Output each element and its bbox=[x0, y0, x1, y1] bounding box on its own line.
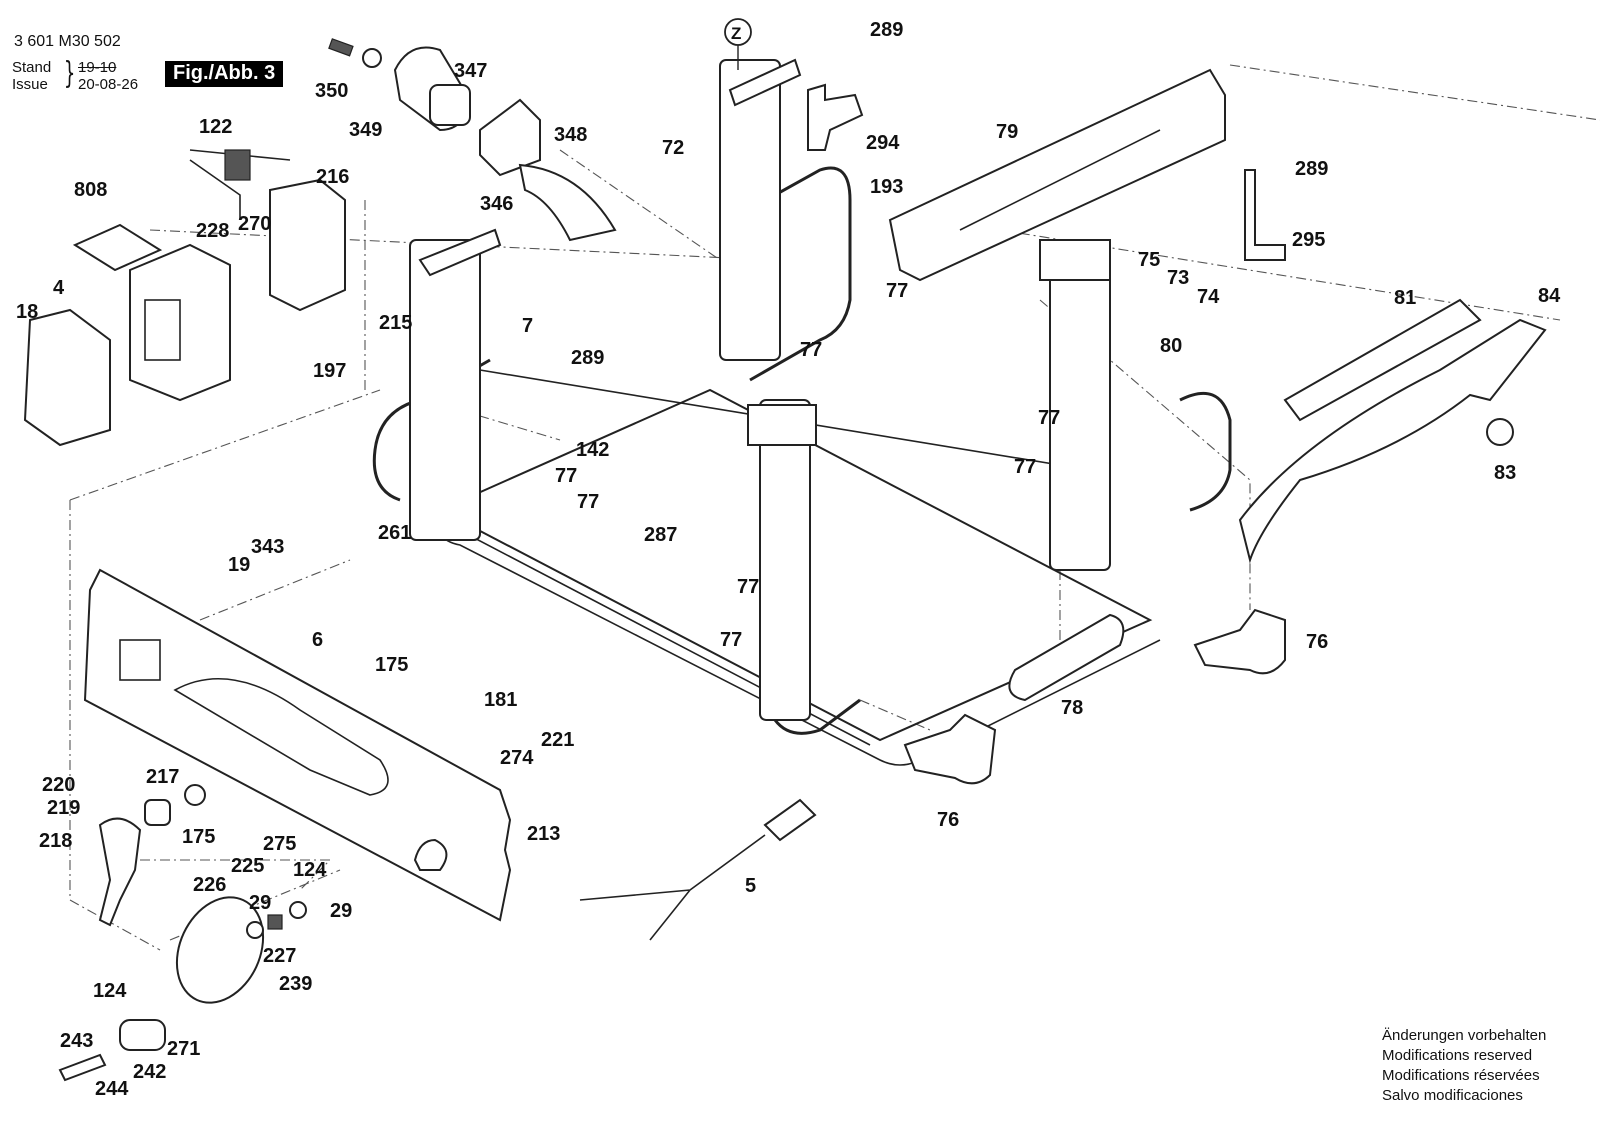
callout-808: 808 bbox=[74, 179, 108, 201]
note-de: Änderungen vorbehalten bbox=[1382, 1027, 1547, 1044]
callout-6: 6 bbox=[312, 629, 324, 651]
callout-287: 287 bbox=[644, 524, 678, 546]
issue-label: Issue bbox=[12, 76, 48, 93]
callout-122: 122 bbox=[199, 116, 233, 138]
callout-77-f: 77 bbox=[1014, 456, 1037, 478]
callout-74: 74 bbox=[1197, 286, 1220, 308]
callout-270: 270 bbox=[238, 213, 272, 235]
callout-19: 19 bbox=[228, 554, 251, 576]
issue-dates: 19-10 20-08-26 bbox=[78, 59, 138, 93]
callout-228: 228 bbox=[196, 220, 230, 242]
callout-124-a: 124 bbox=[293, 859, 327, 881]
callout-221: 221 bbox=[541, 729, 575, 751]
callout-72: 72 bbox=[662, 137, 685, 159]
callout-348: 348 bbox=[554, 124, 588, 146]
callout-226: 226 bbox=[193, 874, 227, 896]
modifications-note: Änderungen vorbehalten Modifications res… bbox=[1382, 1026, 1546, 1106]
callout-220: 220 bbox=[42, 774, 76, 796]
callout-77-g: 77 bbox=[737, 576, 760, 598]
callout-346: 346 bbox=[480, 193, 514, 215]
callout-76-a: 76 bbox=[1306, 631, 1329, 653]
callout-227: 227 bbox=[263, 945, 297, 967]
callout-78: 78 bbox=[1061, 697, 1084, 719]
callout-75: 75 bbox=[1138, 249, 1161, 271]
callout-193: 193 bbox=[870, 176, 904, 198]
note-es: Salvo modificaciones bbox=[1382, 1087, 1523, 1104]
note-fr: Modifications réservées bbox=[1382, 1067, 1540, 1084]
callout-294: 294 bbox=[866, 132, 900, 154]
callout-275: 275 bbox=[263, 833, 297, 855]
callout-5: 5 bbox=[745, 875, 757, 897]
callout-77-a: 77 bbox=[555, 465, 578, 487]
detail-z-label: Z bbox=[731, 24, 742, 43]
callout-80: 80 bbox=[1160, 335, 1183, 357]
callout-29-a: 29 bbox=[249, 892, 272, 914]
callout-18: 18 bbox=[16, 301, 39, 323]
switch-box-parts bbox=[23, 149, 346, 447]
callout-295: 295 bbox=[1292, 229, 1326, 251]
stand-issue-labels: Stand Issue bbox=[12, 59, 51, 93]
callout-239: 239 bbox=[279, 973, 313, 995]
callout-175-a: 175 bbox=[375, 654, 409, 676]
brace-icon: } bbox=[63, 56, 76, 91]
knob-parts-top bbox=[328, 38, 617, 242]
callout-83: 83 bbox=[1494, 462, 1517, 484]
callout-84: 84 bbox=[1538, 285, 1561, 307]
side-panel-213 bbox=[83, 568, 512, 922]
callout-77-c: 77 bbox=[886, 280, 909, 302]
callout-181: 181 bbox=[484, 689, 518, 711]
bottom-parts bbox=[413, 608, 1286, 941]
callout-225: 225 bbox=[231, 855, 265, 877]
callout-217: 217 bbox=[146, 766, 180, 788]
callout-29-b: 29 bbox=[330, 900, 353, 922]
stand-label: Stand bbox=[12, 59, 52, 76]
callout-124-b: 124 bbox=[93, 980, 127, 1002]
uprights bbox=[409, 58, 1111, 721]
callout-243: 243 bbox=[60, 1030, 94, 1052]
callout-77-b: 77 bbox=[577, 491, 600, 513]
detail-z-marker bbox=[724, 18, 752, 70]
callout-76-b: 76 bbox=[937, 809, 960, 831]
callout-271: 271 bbox=[167, 1038, 201, 1060]
callout-219: 219 bbox=[47, 797, 81, 819]
callout-274: 274 bbox=[500, 747, 534, 769]
issue-date: 20-08-26 bbox=[78, 76, 139, 93]
right-parts bbox=[807, 83, 1547, 564]
callout-289-a: 289 bbox=[571, 347, 605, 369]
callout-244: 244 bbox=[95, 1078, 129, 1100]
callout-79: 79 bbox=[996, 121, 1019, 143]
callout-343: 343 bbox=[251, 536, 285, 558]
callout-142: 142 bbox=[576, 439, 610, 461]
callout-73: 73 bbox=[1167, 267, 1190, 289]
figure-badge: Fig./Abb. 3 bbox=[165, 61, 284, 87]
callout-81: 81 bbox=[1394, 287, 1417, 309]
callout-350: 350 bbox=[315, 80, 349, 102]
callout-7: 7 bbox=[522, 315, 534, 337]
callout-175-b: 175 bbox=[182, 826, 216, 848]
callout-289-b: 289 bbox=[870, 19, 904, 41]
callout-197: 197 bbox=[313, 360, 347, 382]
note-en: Modifications reserved bbox=[1382, 1047, 1533, 1064]
callout-77-h: 77 bbox=[720, 629, 743, 651]
bottom-left-parts bbox=[58, 784, 307, 1082]
callout-242: 242 bbox=[133, 1061, 167, 1083]
callout-215: 215 bbox=[379, 312, 413, 334]
callout-4: 4 bbox=[53, 277, 65, 299]
callout-347: 347 bbox=[454, 60, 488, 82]
callout-77-e: 77 bbox=[1038, 407, 1061, 429]
callout-77-d: 77 bbox=[800, 339, 823, 361]
callout-216: 216 bbox=[316, 166, 350, 188]
part-number: 3 601 M30 502 bbox=[14, 33, 121, 50]
callout-213: 213 bbox=[527, 823, 561, 845]
callout-261: 261 bbox=[378, 522, 412, 544]
callout-218: 218 bbox=[39, 830, 73, 852]
callout-349: 349 bbox=[349, 119, 383, 141]
callout-289-c: 289 bbox=[1295, 158, 1329, 180]
rail-79 bbox=[888, 68, 1226, 282]
old-date: 19-10 bbox=[78, 59, 117, 76]
